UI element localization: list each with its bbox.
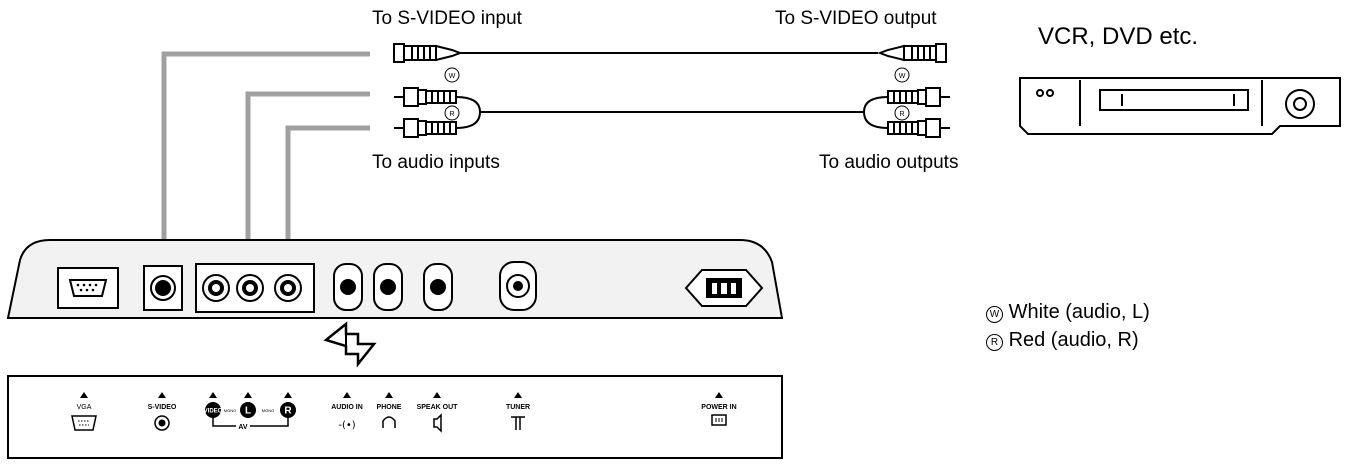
device-label: VCR, DVD etc. [1038,23,1199,50]
av-label: AV [238,424,248,431]
antenna-icon [511,416,525,430]
speak-out-label: SPEAK OUT [417,404,459,411]
svideo-input-label: To S-VIDEO input [372,8,522,29]
white-plug-mark-right: W [899,73,906,80]
svideo-output-label: To S-VIDEO output [775,8,937,29]
mono-label-1: MONO [224,408,236,413]
audio-in-symbol-icon: -(•) [338,420,355,431]
vga-port-icon [68,279,108,297]
audio-l-jack-icon [236,274,264,302]
audio-r-jack-icon [274,274,302,302]
audio-in-label: AUDIO IN [331,404,363,411]
red-audio-route-line [285,125,370,240]
port-label-panel: VGA S-VIDEO VIDEO L R MONO MONO AV AUDIO… [7,375,783,459]
svideo-symbol-icon [154,415,170,431]
speaker-icon [433,413,442,433]
left-panel-label: L [245,406,251,417]
red-plug-mark: R [449,111,454,118]
right-rca-plugs [887,87,950,138]
rear-panel [6,239,784,319]
svideo-cable [393,43,947,63]
legend-text-white: White (audio, L) [1008,301,1150,323]
headphone-icon [382,416,396,428]
power-symbol-icon [711,414,727,426]
tuner-jack-icon [499,261,537,311]
phone-jack-icon [373,263,403,311]
legend-text-red: Red (audio, R) [1008,329,1139,351]
red-plug-mark-right: R [899,111,904,118]
left-badge: L [240,402,256,418]
power-socket-icon [684,269,764,307]
right-badge: R [280,402,296,418]
routing-lines [161,51,370,240]
left-rca-plugs [394,87,889,138]
white-audio-route-line [245,91,370,240]
mono-label-2: MONO [262,408,274,413]
phone-label: PHONE [377,404,402,411]
white-plug-mark: W [449,73,456,80]
legend-item-red: R Red (audio, R) [986,329,1139,352]
audio-inputs-label: To audio inputs [372,152,500,173]
power-in-label: POWER IN [701,404,736,411]
tuner-label: TUNER [506,404,530,411]
video-jack-icon [202,274,230,302]
vcr-device-icon [1019,77,1341,135]
svideo-route-line [161,51,370,240]
svideo-panel-label: S-VIDEO [148,404,177,411]
speaker-jack-icon [423,263,453,311]
vga-label: VGA [77,404,92,411]
vga-port-box [57,267,119,309]
red-symbol-icon: R [986,334,1003,351]
video-panel-label: VIDEO [204,409,223,415]
panel-correspondence-arrow-icon [323,321,377,368]
audio-in-jack-icon [333,263,363,311]
right-plug-marks: W R [894,67,910,121]
vga-symbol-icon [71,415,97,431]
audio-outputs-label: To audio outputs [819,152,959,173]
white-symbol-icon: W [986,306,1003,323]
video-badge: VIDEO [204,402,223,418]
legend-item-white: W White (audio, L) [986,301,1150,324]
left-plug-marks: W R [444,67,460,121]
right-panel-label: R [284,406,292,417]
